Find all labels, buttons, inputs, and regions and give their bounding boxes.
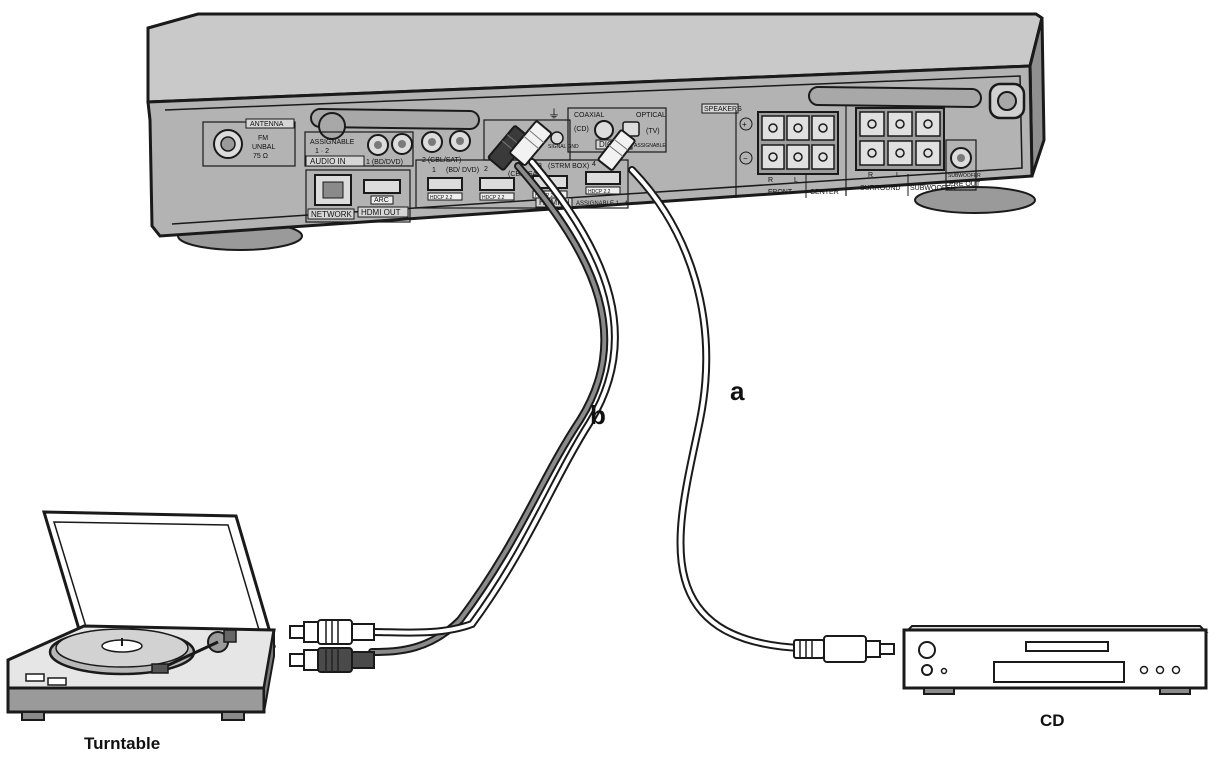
rca-plug-white-end bbox=[289, 619, 375, 645]
surround-extra-minus-terminal[interactable] bbox=[915, 140, 941, 166]
coaxial-plug-at-cd bbox=[793, 635, 895, 663]
surround-extra-plus-terminal[interactable] bbox=[915, 111, 941, 137]
turntable-start-button[interactable] bbox=[25, 673, 45, 682]
hdmi-in-4-port[interactable] bbox=[585, 171, 621, 185]
center-label: CENTER bbox=[810, 189, 839, 196]
front-l-plus-terminal[interactable] bbox=[786, 115, 810, 141]
optical-port[interactable] bbox=[622, 121, 640, 137]
rca-plug-red-end bbox=[289, 647, 375, 673]
front-l-minus-terminal[interactable] bbox=[786, 144, 810, 170]
assignable-number: 1 · 2 bbox=[315, 148, 329, 155]
subwoofer-label: SUBWOOFER bbox=[910, 185, 956, 192]
hdmi-in-3-source: (STRM BOX) bbox=[548, 163, 589, 170]
plus-label: + bbox=[742, 120, 747, 129]
hdmi-in-2-number: 2 bbox=[484, 166, 488, 173]
rca-plug-white bbox=[509, 120, 552, 166]
cd-display bbox=[993, 661, 1125, 683]
hdmi-out-port[interactable] bbox=[363, 179, 401, 194]
cable-a-label: a bbox=[730, 376, 745, 406]
hdmi-in-4-number: 4 bbox=[592, 161, 596, 168]
front-center-terminals bbox=[757, 111, 839, 175]
optical-tv-label: (TV) bbox=[646, 128, 660, 135]
surround-l-label: L bbox=[896, 172, 900, 179]
surround-terminals bbox=[855, 107, 945, 171]
hdmi-out-label: HDMI OUT bbox=[361, 208, 401, 217]
hdmi-in-1-number: 1 bbox=[432, 167, 436, 174]
hdcp-label-1: HDCP 2.2 bbox=[430, 195, 453, 201]
front-r-minus-terminal[interactable] bbox=[761, 144, 785, 170]
av-receiver: ANTENNA FM UNBAL 75 Ω ASSIGNABLE 1 · 2 A… bbox=[146, 12, 1046, 251]
digital-assignable-label: ASSIGNABLE bbox=[634, 143, 666, 149]
network-hdmi-out-block: NETWORK ARC HDMI OUT bbox=[305, 169, 411, 223]
cable-b bbox=[368, 158, 619, 656]
cd-stop-button[interactable] bbox=[1155, 665, 1165, 675]
cable-a bbox=[628, 166, 804, 652]
receiver-foot-right bbox=[914, 186, 1036, 214]
network-label: NETWORK bbox=[311, 210, 353, 219]
hdmi-in-label: HDMI IN bbox=[539, 198, 570, 207]
coaxial-cd-label: (CD) bbox=[574, 126, 589, 133]
front-label: FRONT bbox=[768, 189, 793, 196]
cd-eject-button[interactable] bbox=[1171, 665, 1181, 675]
front-r-label: R bbox=[768, 177, 773, 184]
assignable-label: ASSIGNABLE bbox=[310, 139, 355, 146]
fm-antenna-block: ANTENNA FM UNBAL 75 Ω bbox=[202, 118, 296, 167]
cd-disc-tray[interactable] bbox=[1025, 641, 1109, 652]
surround-r-label: R bbox=[868, 172, 873, 179]
surround-l-plus-terminal[interactable] bbox=[887, 111, 913, 137]
cable-b-label: b bbox=[590, 400, 606, 430]
audio-in-block: ASSIGNABLE 1 · 2 AUDIO IN 1 (BD/DVD) 2 (… bbox=[304, 130, 471, 167]
receiver-bezel bbox=[164, 75, 1023, 225]
tonearm bbox=[151, 629, 237, 674]
hdmi-in-1-source: (BD/ DVD) bbox=[446, 167, 479, 174]
hdcp-label-2: HDCP 2.2 bbox=[482, 195, 505, 201]
speakers-label: SPEAKERS bbox=[704, 106, 742, 113]
arc-label: ARC bbox=[374, 197, 389, 204]
rca-plugs-at-turntable bbox=[289, 619, 375, 673]
surround-l-minus-terminal[interactable] bbox=[887, 140, 913, 166]
front-l-label: L bbox=[794, 177, 798, 184]
cd-caption: CD bbox=[1040, 711, 1065, 730]
minus-label: − bbox=[743, 154, 748, 163]
pre-out-label: PRE OUT bbox=[949, 181, 981, 188]
speakers-block: SPEAKERS + − R L bbox=[701, 103, 981, 198]
hdmi-assignable-label: ASSIGNABLE 1 - 4 bbox=[576, 201, 628, 207]
coaxial-jack[interactable] bbox=[594, 120, 614, 140]
turntable-caption: Turntable bbox=[84, 734, 160, 753]
ohm-label: 75 Ω bbox=[253, 153, 268, 160]
surround-r-plus-terminal[interactable] bbox=[859, 111, 885, 137]
signal-gnd-terminal[interactable] bbox=[550, 131, 564, 145]
front-r-plus-terminal[interactable] bbox=[761, 115, 785, 141]
signal-gnd-label: SIGNAL GND bbox=[548, 144, 579, 150]
cd-player-illustration bbox=[902, 625, 1209, 695]
cd-power-button[interactable] bbox=[918, 641, 936, 659]
rca-plugs-at-receiver bbox=[487, 120, 636, 171]
hdcp-label-4: HDCP 2.2 bbox=[588, 189, 611, 195]
subwoofer-small-label: SUBWOOFER bbox=[948, 173, 981, 179]
surround-r-minus-terminal[interactable] bbox=[859, 140, 885, 166]
coaxial-plug bbox=[597, 129, 636, 171]
surround-label: SURROUND bbox=[860, 185, 900, 192]
hdmi-in-2-port[interactable] bbox=[479, 177, 515, 191]
turntable-illustration bbox=[6, 510, 277, 721]
antenna-label: ANTENNA bbox=[250, 121, 284, 128]
center-minus-terminal[interactable] bbox=[811, 144, 835, 170]
network-port[interactable] bbox=[314, 174, 352, 206]
hdmi-in-1-port[interactable] bbox=[427, 177, 463, 191]
turntable-speed-button[interactable] bbox=[47, 677, 67, 686]
coaxial-label: COAXIAL bbox=[574, 112, 604, 119]
cd-headphone-jack[interactable] bbox=[921, 664, 933, 676]
fm-label: FM bbox=[258, 135, 268, 142]
cd-play-button[interactable] bbox=[1139, 665, 1149, 675]
audio-in-label: AUDIO IN bbox=[310, 157, 346, 166]
center-plus-terminal[interactable] bbox=[811, 115, 835, 141]
ground-icon: ⏚ bbox=[548, 107, 560, 121]
audio-in-bd-dvd-label: 1 (BD/DVD) bbox=[366, 159, 403, 166]
optical-label: OPTICAL bbox=[636, 112, 666, 119]
unbal-label: UNBAL bbox=[252, 144, 275, 151]
